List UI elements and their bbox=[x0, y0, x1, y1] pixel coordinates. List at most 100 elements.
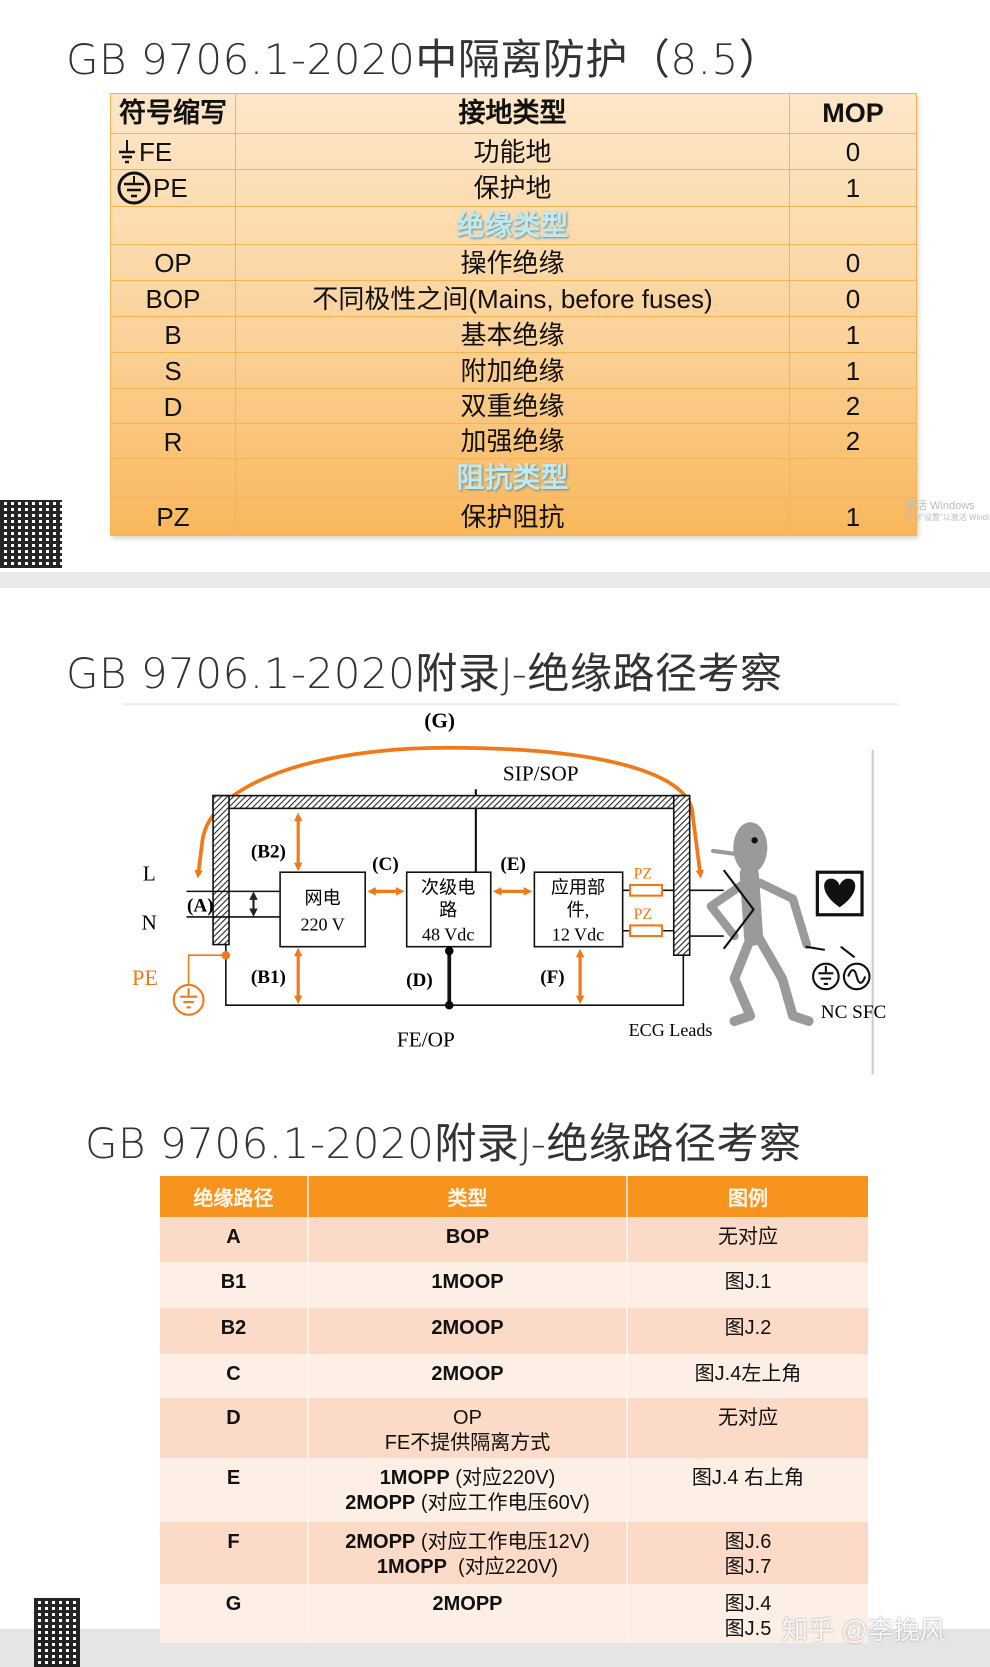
label-d: (D) bbox=[406, 970, 433, 991]
figure-ref: 图J.4 bbox=[724, 1593, 772, 1615]
mop-cell: 2 bbox=[789, 423, 917, 459]
figure-ref: 图J.7 bbox=[724, 1556, 772, 1578]
symbol-text: B bbox=[164, 320, 182, 351]
type-cell: 附加绝缘 bbox=[235, 352, 790, 389]
mains-box-line2: 220 V bbox=[300, 915, 344, 935]
patient-figure bbox=[706, 822, 814, 1026]
figure-ref: 无对应 bbox=[718, 1407, 778, 1429]
type-segment: 1MOOP bbox=[431, 1271, 504, 1293]
mop-cell: 0 bbox=[789, 133, 917, 170]
slide2-title: GB 9706.1-2020附录J-绝缘路径考察 bbox=[66, 649, 783, 698]
type-line: 2MOPP (对应工作电压60V) bbox=[310, 1491, 625, 1516]
symbol-cell: PE bbox=[110, 169, 236, 207]
label-pe: PE bbox=[132, 965, 158, 990]
type-cell: 2MOPP bbox=[308, 1584, 628, 1643]
activation-line-2: 转到"设置"以激活 Windows bbox=[905, 513, 990, 522]
figure-cell: 图J.4 右上角 bbox=[627, 1458, 868, 1522]
pe-wire bbox=[187, 954, 226, 985]
path-cell: G bbox=[160, 1584, 309, 1643]
path-cell: B1 bbox=[160, 1262, 309, 1308]
symbol-cell: BOP bbox=[110, 280, 236, 317]
type-cell: 保护地 bbox=[235, 169, 790, 207]
symbol-cell: S bbox=[110, 352, 236, 389]
section-row: 阻抗类型 bbox=[110, 458, 917, 498]
symbol-text: R bbox=[163, 427, 183, 458]
protective-earth-icon bbox=[117, 171, 151, 205]
label-e: (E) bbox=[500, 854, 526, 875]
mop-cell: 1 bbox=[789, 169, 917, 207]
label-g: (G) bbox=[424, 709, 455, 733]
type-line: FE不提供隔离方式 bbox=[310, 1431, 625, 1456]
symbol-text: PE bbox=[153, 173, 188, 203]
table-header: 绝缘路径 类型 图例 bbox=[160, 1176, 868, 1217]
label-l: L bbox=[143, 862, 156, 886]
functional-earth-icon bbox=[119, 140, 135, 164]
type-cell: 功能地 bbox=[235, 133, 790, 170]
label-f: (F) bbox=[540, 967, 564, 988]
activation-line-1: 激活 Windows bbox=[905, 500, 975, 512]
type-segment: 1MOPP bbox=[376, 1556, 447, 1578]
secondary-box-line1: 次级电 bbox=[421, 878, 475, 898]
slide1-title: GB 9706.1-2020中隔离防护（8.5） bbox=[66, 35, 782, 84]
type-segment: 2MOPP bbox=[345, 1531, 416, 1553]
figure-ref: 无对应 bbox=[718, 1226, 778, 1248]
figure-cell: 图J.4左上角 bbox=[627, 1354, 868, 1398]
secondary-box-line2: 路 bbox=[439, 900, 457, 920]
symbol-text: BOP bbox=[145, 284, 201, 315]
type-line: 2MOOP bbox=[310, 1362, 625, 1387]
type-line: 2MOOP bbox=[310, 1316, 625, 1341]
type-segment: BOP bbox=[445, 1226, 490, 1248]
path-cell: F bbox=[160, 1522, 309, 1584]
section-title: 绝缘类型 bbox=[235, 206, 790, 245]
type-line: 1MOPP (对应220V) bbox=[310, 1555, 625, 1580]
insulation-path-diagram: (G) SIP/SOP L N (A) 网电 220 V 次级电 路 48 Vd… bbox=[122, 703, 900, 1075]
activation-notice: 激活 Windows 转到"设置"以激活 Windows bbox=[905, 500, 990, 524]
applied-box-line1: 应用部 bbox=[551, 878, 605, 898]
mop-cell: 2 bbox=[789, 388, 917, 424]
figure-cell: 无对应 bbox=[627, 1217, 868, 1262]
type-line: 1MOOP bbox=[310, 1270, 625, 1295]
type-cell: 加强绝缘 bbox=[235, 423, 790, 459]
junction-dot bbox=[444, 946, 454, 956]
type-cell: 保护阻抗 bbox=[235, 497, 790, 536]
figure-cell: 图J.1 bbox=[627, 1262, 868, 1308]
mop-cell: 0 bbox=[789, 280, 917, 317]
mains-box: 网电 220 V bbox=[279, 871, 367, 948]
label-n: N bbox=[142, 911, 157, 935]
symbol-text: D bbox=[163, 392, 183, 423]
secondary-circuit-box: 次级电 路 48 Vdc bbox=[405, 871, 492, 948]
header-figure: 图例 bbox=[627, 1176, 868, 1217]
type-line: BOP bbox=[310, 1225, 625, 1250]
type-cell: 1MOOP bbox=[308, 1262, 628, 1308]
empty-cell bbox=[789, 458, 917, 498]
label-ecg-leads: ECG Leads bbox=[629, 1020, 713, 1040]
enclosure-frame bbox=[212, 794, 691, 957]
header-type: 类型 bbox=[308, 1176, 628, 1217]
empty-cell bbox=[110, 458, 236, 498]
type-cell: 2MOOP bbox=[308, 1354, 628, 1398]
label-pz-1: PZ bbox=[634, 866, 653, 883]
figure-cell: 无对应 bbox=[627, 1398, 868, 1458]
label-a: (A) bbox=[187, 896, 214, 917]
mop-cell: 1 bbox=[789, 316, 917, 353]
slide-divider-band bbox=[0, 572, 990, 588]
applied-box-line3: 12 Vdc bbox=[552, 924, 604, 944]
watermark: 知乎 @李挽风 bbox=[782, 1615, 946, 1645]
path-cell: D bbox=[160, 1398, 309, 1458]
path-cell: B2 bbox=[160, 1308, 309, 1354]
section-title: 阻抗类型 bbox=[235, 458, 790, 498]
path-cell: E bbox=[160, 1458, 309, 1522]
symbol-text: PZ bbox=[156, 502, 190, 533]
symbol-text: OP bbox=[154, 248, 192, 279]
earth-and-ac-symbols bbox=[805, 945, 871, 991]
